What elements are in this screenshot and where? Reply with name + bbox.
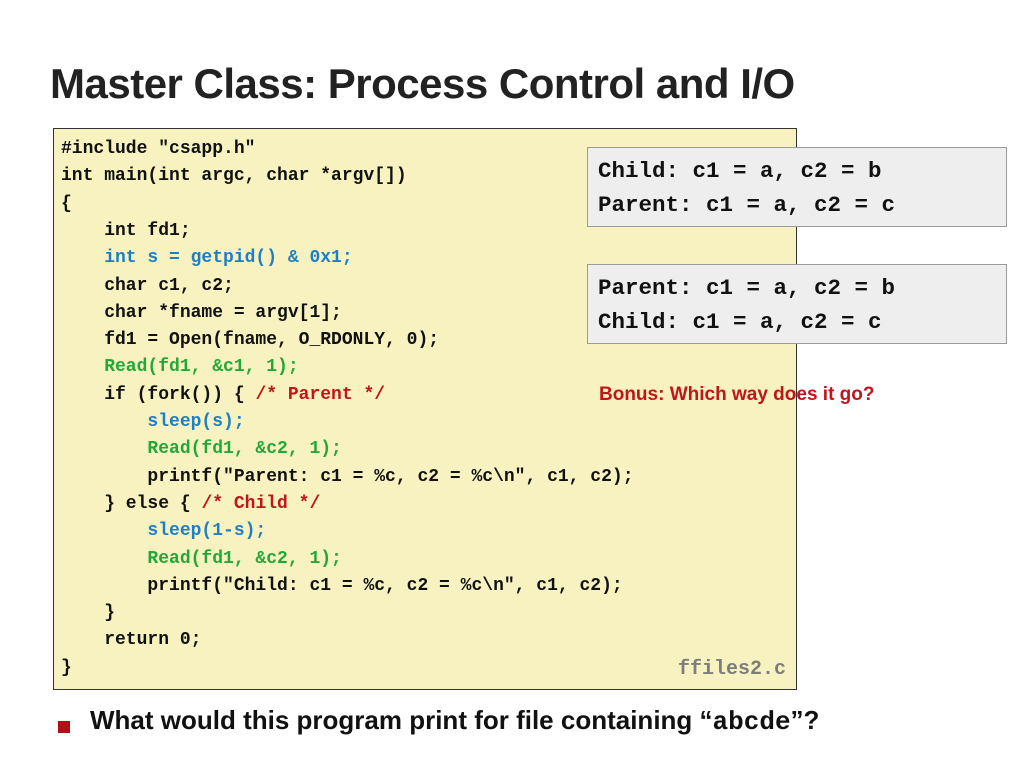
output-option-2-line-1: Parent: c1 = a, c2 = b <box>598 275 896 301</box>
code-line: Read(fd1, &c1, 1); <box>61 357 299 378</box>
code-line: fd1 = Open(fname, O_RDONLY, 0); <box>61 330 439 350</box>
code-line: int main(int argc, char *argv[]) <box>61 166 407 186</box>
output-option-1-line-1: Child: c1 = a, c2 = b <box>598 158 882 184</box>
code-line: printf("Parent: c1 = %c, c2 = %c\n", c1,… <box>61 466 634 487</box>
code-line: #include "csapp.h" <box>61 139 255 159</box>
code-segment: } <box>61 657 72 678</box>
code-segment: if (fork()) { <box>61 384 256 405</box>
code-segment: char c1, c2; <box>61 275 234 296</box>
code-segment: printf("Parent: c1 = %c, c2 = %c\n", c1,… <box>61 466 634 487</box>
code-line: sleep(1-s); <box>61 521 266 541</box>
code-line: char *fname = argv[1]; <box>61 303 342 323</box>
code-segment: #include "csapp.h" <box>61 139 256 159</box>
code-segment: /* Parent */ <box>255 384 386 405</box>
main-question: What would this program print for file c… <box>90 705 819 737</box>
code-filename: ffiles2.c <box>677 658 786 681</box>
code-line: printf("Child: c1 = %c, c2 = %c\n", c1, … <box>61 575 623 596</box>
code-segment: Read(fd1, &c1, 1); <box>61 357 299 378</box>
slide-title: Master Class: Process Control and I/O <box>50 60 795 107</box>
code-segment: } else { <box>61 493 202 514</box>
code-segment: int s = getpid() & 0x1; <box>61 248 353 269</box>
code-segment: sleep(1-s); <box>61 521 267 542</box>
code-line: char c1, c2; <box>61 276 234 296</box>
code-line: } <box>61 603 115 623</box>
code-line: { <box>61 194 72 214</box>
output-option-2: Parent: c1 = a, c2 = b Child: c1 = a, c2… <box>587 264 1007 344</box>
output-option-2-line-2: Child: c1 = a, c2 = c <box>598 309 882 335</box>
code-segment: { <box>61 193 72 214</box>
bonus-question: Bonus: Which way does it go? <box>599 384 875 405</box>
code-line: int fd1; <box>61 220 191 241</box>
code-line: Read(fd1, &c2, 1); <box>61 439 342 460</box>
question-code: abcde <box>712 707 791 737</box>
code-segment: char *fname = argv[1]; <box>61 302 342 323</box>
code-line: if (fork()) { /* Parent */ <box>61 385 385 405</box>
code-segment: int main(int argc, char *argv[]) <box>61 166 407 187</box>
code-segment: Read(fd1, &c2, 1); <box>61 439 342 460</box>
code-segment: printf("Child: c1 = %c, c2 = %c\n", c1, … <box>61 575 623 596</box>
question-suffix: ”? <box>790 705 820 735</box>
code-segment: fd1 = Open(fname, O_RDONLY, 0); <box>61 330 440 351</box>
output-option-1-line-2: Parent: c1 = a, c2 = c <box>598 192 896 218</box>
code-line: return 0; <box>61 630 201 650</box>
code-line: } else { /* Child */ <box>61 494 320 514</box>
code-segment: } <box>61 603 116 624</box>
bullet-square-icon <box>58 721 70 733</box>
output-option-1: Child: c1 = a, c2 = b Parent: c1 = a, c2… <box>587 147 1007 227</box>
code-segment: Read(fd1, &c2, 1); <box>61 548 342 569</box>
code-segment: return 0; <box>61 630 202 651</box>
code-line: Read(fd1, &c2, 1); <box>61 548 342 569</box>
code-segment: /* Child */ <box>201 493 321 514</box>
code-line: sleep(s); <box>61 412 245 432</box>
code-segment: sleep(s); <box>61 412 245 432</box>
code-line: int s = getpid() & 0x1; <box>61 248 353 269</box>
code-line: } <box>61 658 72 678</box>
question-prefix: What would this program print for file c… <box>90 705 713 735</box>
code-segment: int fd1; <box>61 220 191 241</box>
